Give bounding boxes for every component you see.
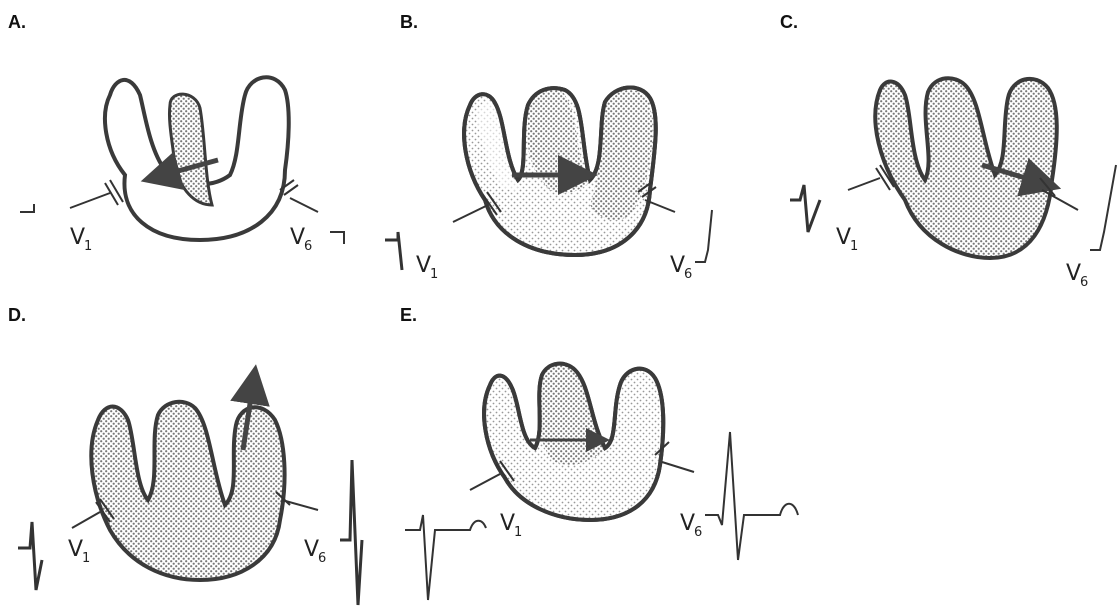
electrode-v1-e <box>470 474 500 490</box>
svg-text:1: 1 <box>84 239 92 254</box>
svg-text:6: 6 <box>684 267 692 282</box>
ecg-v6-a <box>330 232 344 244</box>
electrode-v6-e <box>662 462 694 472</box>
panel-a-diagram: V 1 V 6 <box>20 77 344 254</box>
lead-label-v6-b: V <box>670 253 685 278</box>
svg-text:1: 1 <box>430 267 438 282</box>
electrode-v1-b <box>453 205 488 222</box>
lead-label-v6-c: V <box>1066 261 1081 286</box>
ventricle-outline-d <box>91 402 284 580</box>
svg-text:1: 1 <box>514 525 522 540</box>
lead-label-v6-d: V <box>304 537 319 562</box>
svg-text:6: 6 <box>1080 275 1088 290</box>
svg-text:6: 6 <box>318 551 326 566</box>
electrode-v1-c <box>848 178 880 190</box>
lead-label-v1-e: V <box>500 511 515 536</box>
panel-c-diagram: V 1 V 6 <box>790 78 1116 290</box>
lead-label-v1-d: V <box>68 537 83 562</box>
ecg-v1-e <box>405 515 486 600</box>
electrode-v1-d <box>72 512 100 528</box>
lead-label-v1-c: V <box>836 225 851 250</box>
ecg-v6-c <box>1090 165 1116 250</box>
ecg-v1-d <box>18 522 42 590</box>
ecg-v1-c <box>790 185 820 232</box>
svg-text:6: 6 <box>694 525 702 540</box>
svg-text:6: 6 <box>304 239 312 254</box>
lead-label-v6-a: V <box>290 225 305 250</box>
ecg-v6-d <box>340 460 362 605</box>
lead-label-v1-a: V <box>70 225 85 250</box>
lead-label-v1-b: V <box>416 253 431 278</box>
electrode-v1-a <box>70 193 110 208</box>
svg-text:1: 1 <box>82 551 90 566</box>
panel-b-diagram: V 1 V 6 <box>385 87 712 282</box>
panel-d-diagram: V 1 V 6 <box>18 384 362 605</box>
lead-label-v6-e: V <box>680 511 695 536</box>
ecg-v1-a <box>20 204 34 212</box>
ventricle-outline-c <box>875 78 1056 258</box>
ecg-v6-e <box>705 432 798 560</box>
panel-e-diagram: V 1 V 6 <box>405 363 798 600</box>
svg-text:1: 1 <box>850 239 858 254</box>
electrode-v6-a <box>290 198 318 212</box>
ecg-v1-b <box>385 232 402 270</box>
ecg-v6-b <box>695 210 712 262</box>
